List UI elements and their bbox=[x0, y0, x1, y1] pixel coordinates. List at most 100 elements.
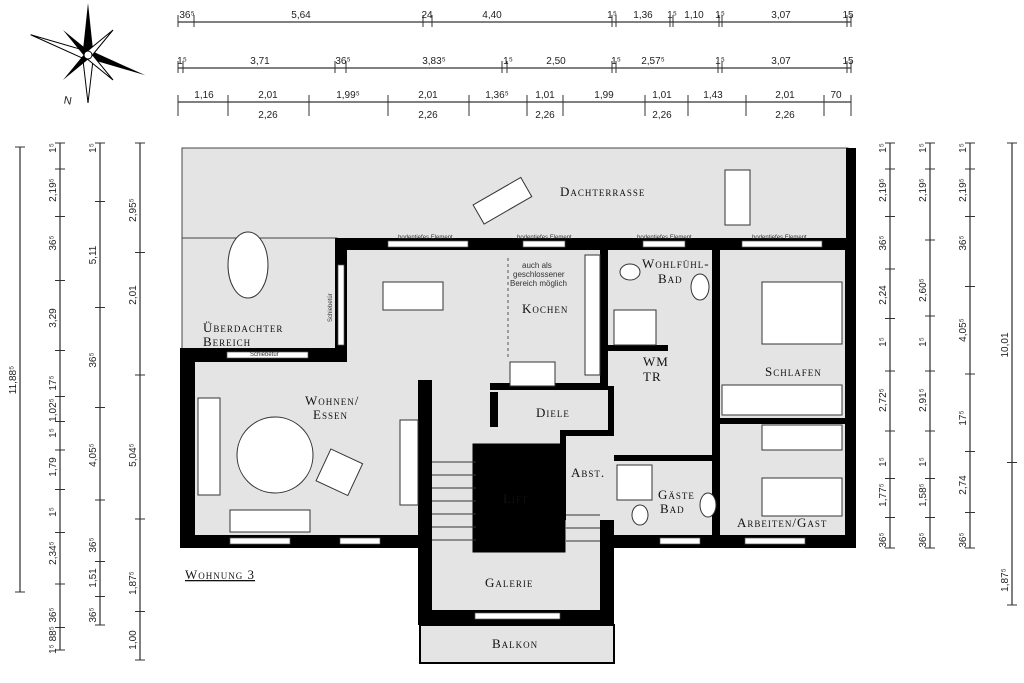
dimension-label: 1⁵ bbox=[48, 428, 59, 438]
room-label-essen: Essen bbox=[313, 407, 348, 422]
room-label-tr: TR bbox=[643, 369, 662, 384]
toilet-icon bbox=[619, 263, 641, 281]
dimension-label: 1⁵ 88⁵ bbox=[48, 626, 59, 654]
dimension-label: 1⁵ bbox=[48, 507, 59, 517]
sun-lounger-icon bbox=[724, 169, 751, 226]
dimension-label: 3,83⁵ bbox=[422, 56, 446, 67]
dimension-label: 2,24 bbox=[878, 285, 889, 305]
dimension-label: 5,64 bbox=[291, 10, 311, 21]
dimension-sublabel: 2,26 bbox=[775, 110, 795, 121]
terrace-wall bbox=[846, 148, 856, 242]
shower-icon bbox=[616, 464, 653, 501]
plan-title: Wohnung 3 bbox=[185, 567, 255, 582]
shower-icon bbox=[613, 309, 657, 346]
dimension-label: 1,58⁵ bbox=[918, 483, 929, 507]
room-label-abst: Abst. bbox=[571, 465, 605, 480]
dimension-label: 1⁵ bbox=[878, 337, 889, 347]
dimension-label: 2,95⁵ bbox=[128, 198, 139, 222]
balcony-area bbox=[419, 624, 615, 664]
dimension-label: 2,01 bbox=[775, 90, 795, 101]
room-label-gaeste: Gäste bbox=[658, 487, 695, 502]
wardrobe-icon bbox=[721, 384, 843, 416]
dimension-label: 36⁵ bbox=[878, 235, 889, 250]
dimension-label: 36⁵ bbox=[48, 235, 59, 250]
dimension-label: 2,57⁵ bbox=[641, 56, 665, 67]
dimension-label: 36⁵ bbox=[88, 537, 99, 552]
dimension-label: 36⁵ bbox=[878, 532, 889, 547]
dimension-label: 3,29 bbox=[48, 308, 59, 328]
dimension-label: 3,71 bbox=[250, 56, 270, 67]
room-label-bad: Bad bbox=[658, 271, 683, 286]
dimension-label: 1⁵ bbox=[667, 10, 677, 21]
dimension-label: 36⁵ bbox=[88, 607, 99, 622]
room-labels: Dachterrasse Überdachter Bereich Wohnen/… bbox=[185, 184, 826, 651]
room-label-wohnen: Wohnen/ bbox=[305, 393, 359, 408]
note-kitchen: geschlossener bbox=[513, 270, 565, 279]
room-label-dachterrasse: Dachterrasse bbox=[560, 184, 645, 199]
room-label-kochen: Kochen bbox=[522, 301, 568, 316]
dimension-label: 1,43 bbox=[703, 90, 723, 101]
dimension-label: 2,50 bbox=[546, 56, 566, 67]
dimension-label: 17⁵ bbox=[48, 375, 59, 390]
shelf-icon bbox=[399, 419, 419, 506]
note-schiebetuer: Schiebetür bbox=[250, 352, 279, 358]
dimension-label: 2,01 bbox=[418, 90, 438, 101]
dimension-label: 1,36 bbox=[633, 10, 653, 21]
dimension-label: 1,99⁵ bbox=[336, 90, 360, 101]
dimension-label: 1⁵ bbox=[503, 56, 513, 67]
dimension-label: 36⁵ bbox=[918, 532, 929, 547]
dimension-label: 1⁵ bbox=[607, 10, 617, 21]
room-label-ueberdacht: Überdachter bbox=[203, 320, 283, 335]
dimension-label: 36⁵ bbox=[88, 352, 99, 367]
dimension-label: 15 bbox=[842, 56, 854, 67]
dimension-label: 11,88⁵ bbox=[8, 366, 19, 394]
dimension-label: 2,01 bbox=[128, 285, 139, 305]
dimension-label: 36⁵ bbox=[179, 10, 194, 21]
sink-icon bbox=[699, 492, 717, 518]
dimension-label: 1⁵ bbox=[611, 56, 621, 67]
dimension-label: 2,91⁵ bbox=[918, 388, 929, 412]
rug-icon bbox=[236, 416, 314, 494]
dimension-label: 5,11 bbox=[88, 245, 99, 264]
bed-icon bbox=[761, 477, 843, 517]
dimension-label: 3,07 bbox=[771, 56, 791, 67]
north-label: N bbox=[63, 95, 73, 108]
dimension-label: 1⁵ bbox=[715, 56, 725, 67]
sofa-icon bbox=[229, 509, 311, 533]
dimension-label: 1⁵ bbox=[918, 337, 929, 347]
dimension-label: 1⁵ bbox=[878, 457, 889, 467]
dimension-label: 2,19⁵ bbox=[878, 178, 889, 202]
dimension-label: 1⁵ bbox=[918, 143, 929, 153]
sink-icon bbox=[690, 273, 710, 301]
note-bodentiefes-element: bodentiefes Element bbox=[752, 235, 807, 241]
note-bodentiefes-element: bodentiefes Element bbox=[637, 235, 692, 241]
terrace-table-icon bbox=[227, 231, 269, 299]
sun-lounger-icon bbox=[472, 176, 533, 225]
dimension-label: 15 bbox=[842, 10, 854, 21]
dimension-label: 1⁵ bbox=[177, 56, 187, 67]
dimension-label: 1,77⁵ bbox=[878, 483, 889, 507]
dimension-label: 5,04⁵ bbox=[128, 443, 139, 467]
dimension-label: 4,40 bbox=[482, 10, 502, 21]
dimension-label: 1,79 bbox=[48, 457, 59, 477]
dimension-label: 70 bbox=[830, 90, 842, 101]
note-schiebetuer: Schiebetür bbox=[328, 293, 334, 322]
dimension-label: 1⁵ bbox=[88, 143, 99, 153]
dimension-label: 1,01 bbox=[535, 90, 555, 101]
dimension-label: 4,05⁵ bbox=[958, 318, 969, 342]
room-label-gaeste-bad: Bad bbox=[660, 501, 685, 516]
dimension-sublabel: 2,26 bbox=[535, 110, 555, 121]
room-label-balkon: Balkon bbox=[492, 636, 538, 651]
dimension-label: 36⁵ bbox=[958, 532, 969, 547]
toilet-icon bbox=[631, 504, 649, 526]
wardrobe-icon bbox=[761, 424, 843, 451]
dimension-label: 1⁵ bbox=[958, 143, 969, 153]
dimension-label: 1,99 bbox=[594, 90, 614, 101]
room-label-galerie: Galerie bbox=[485, 575, 533, 590]
dimension-label: 1,10 bbox=[684, 10, 704, 21]
dimension-label: 17⁵ bbox=[958, 410, 969, 425]
room-label-lift: Lift bbox=[503, 491, 528, 506]
windows bbox=[226, 240, 823, 620]
